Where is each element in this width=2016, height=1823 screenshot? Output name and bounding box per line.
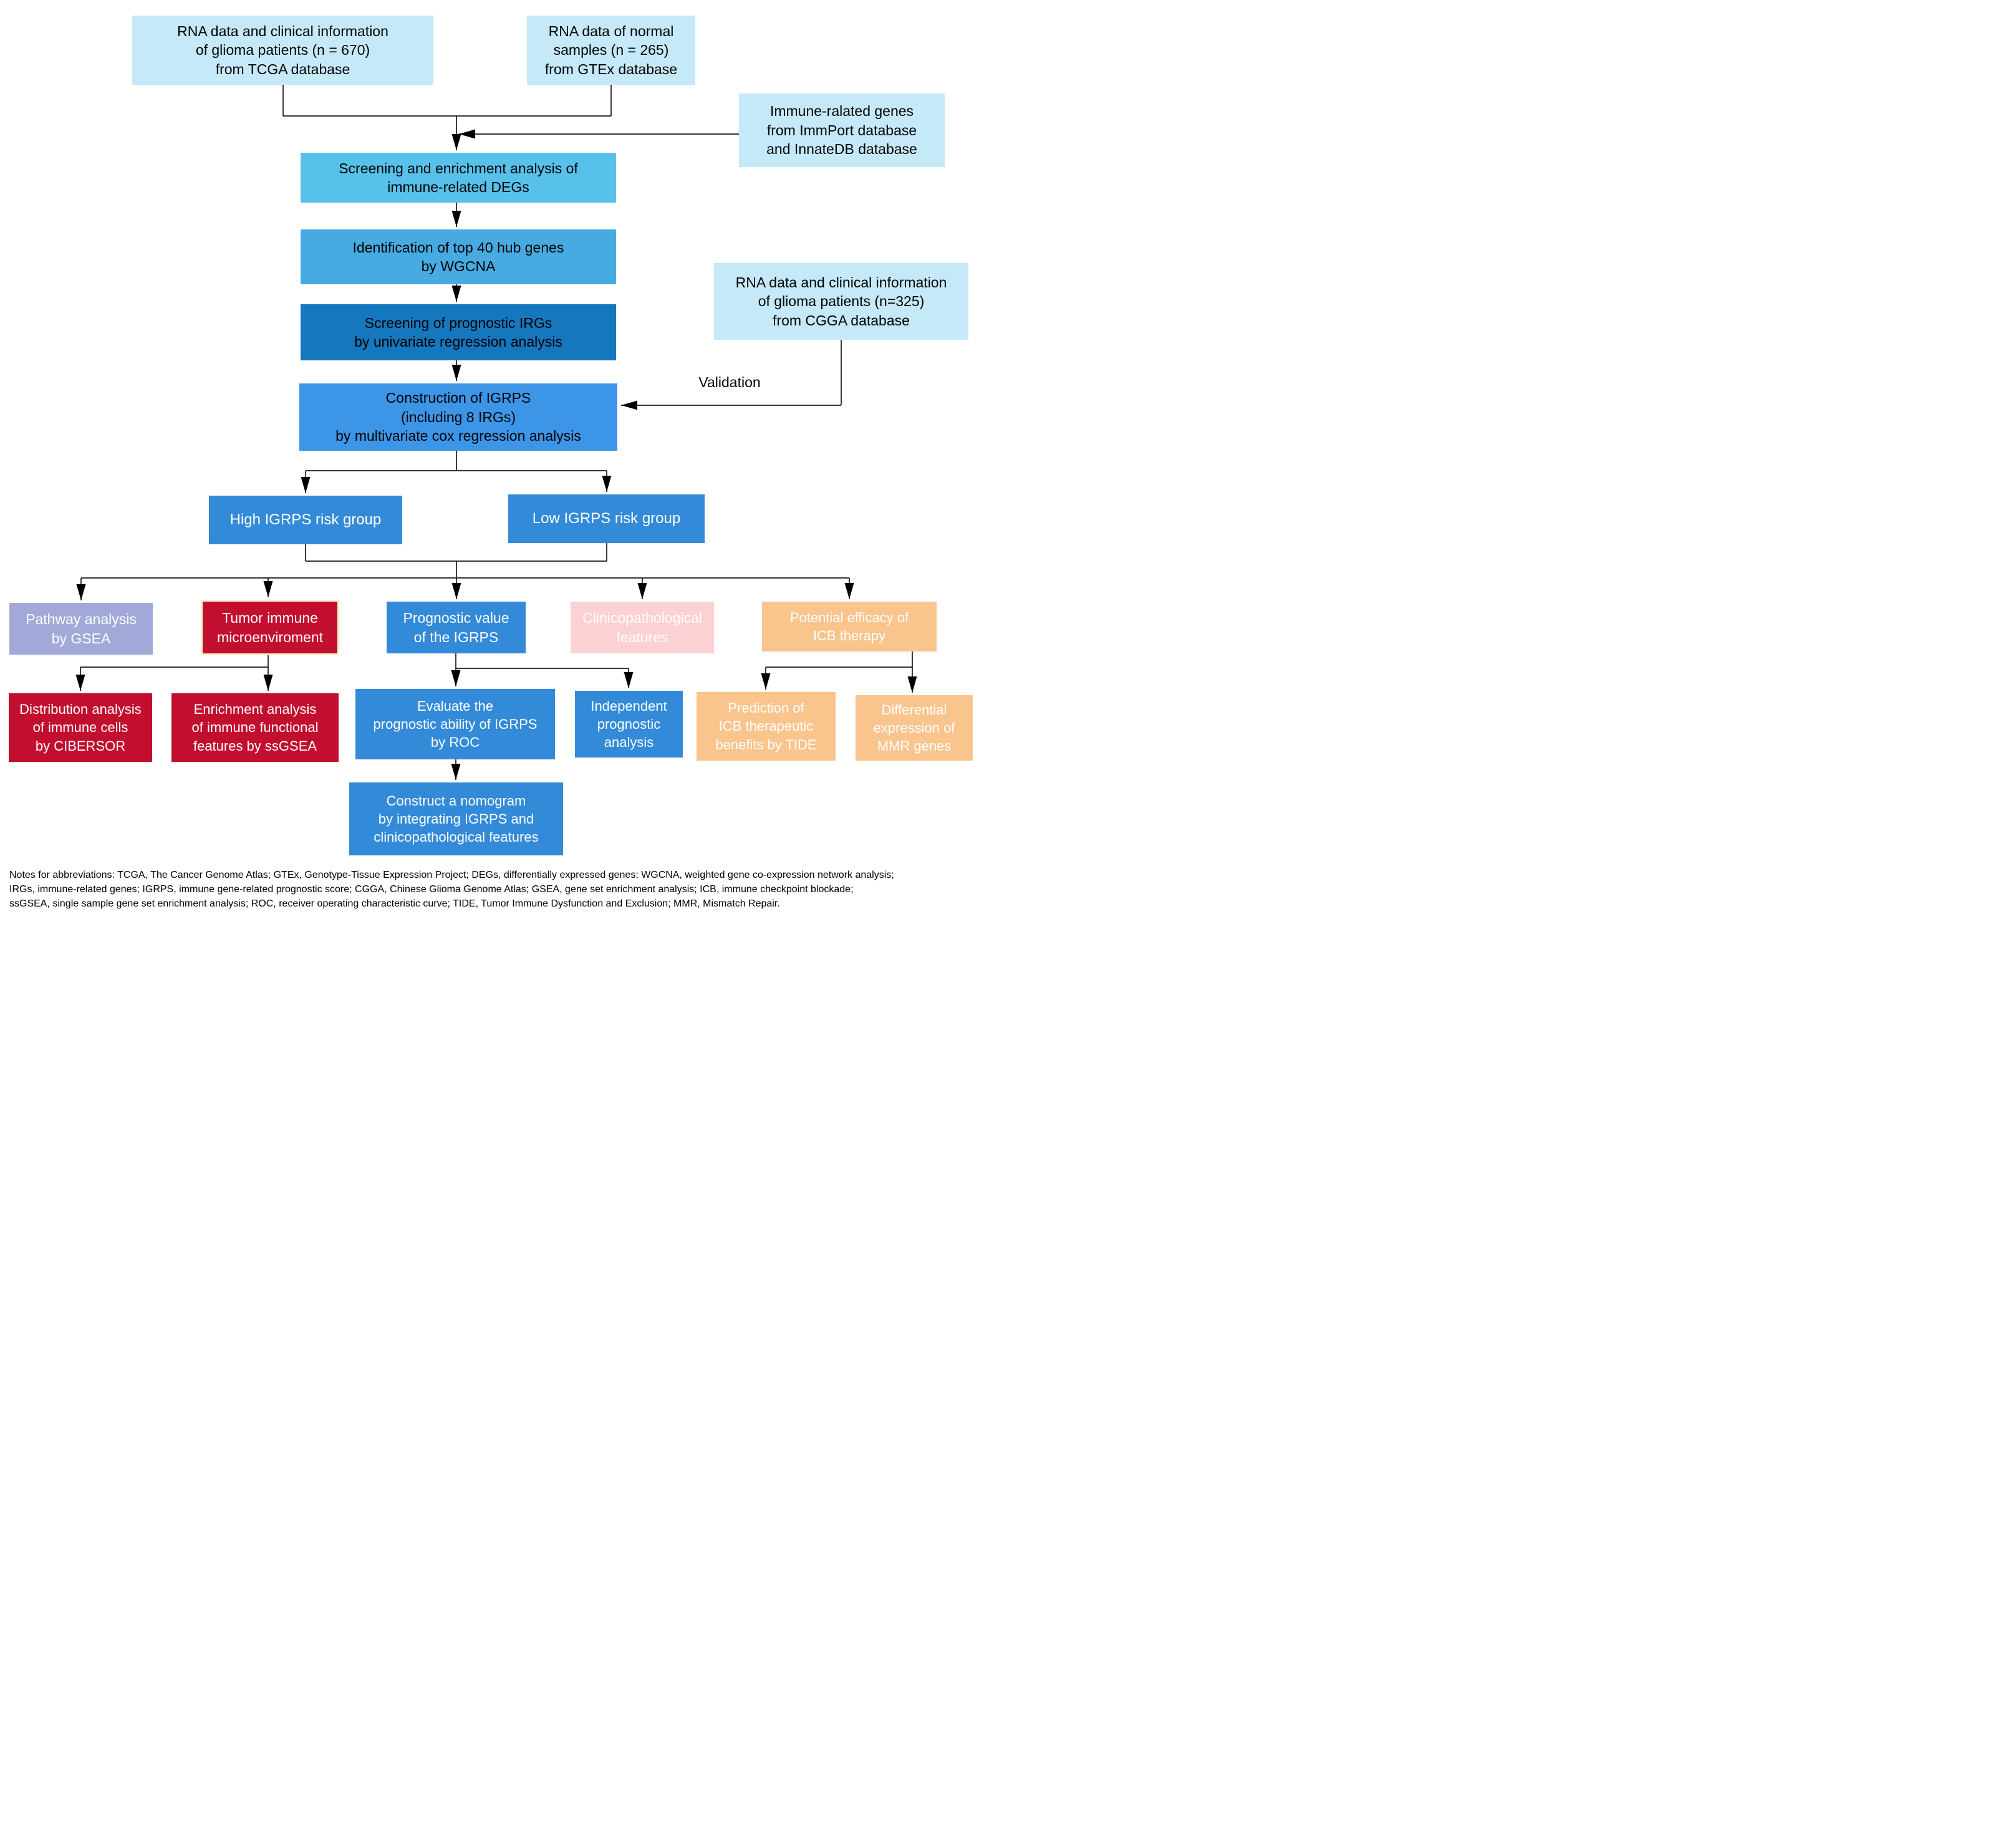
box-high-risk-group: High IGRPS risk group	[209, 496, 402, 544]
box-low-risk-group: Low IGRPS risk group	[508, 494, 705, 543]
validation-label: Validation	[698, 374, 761, 390]
abbreviation-notes: Notes for abbreviations: TCGA, The Cance…	[9, 870, 894, 910]
box-construction-igrps: Construction of IGRPS(including 8 IRGs)b…	[299, 383, 617, 451]
flow-arrows-layer	[75, 85, 917, 780]
